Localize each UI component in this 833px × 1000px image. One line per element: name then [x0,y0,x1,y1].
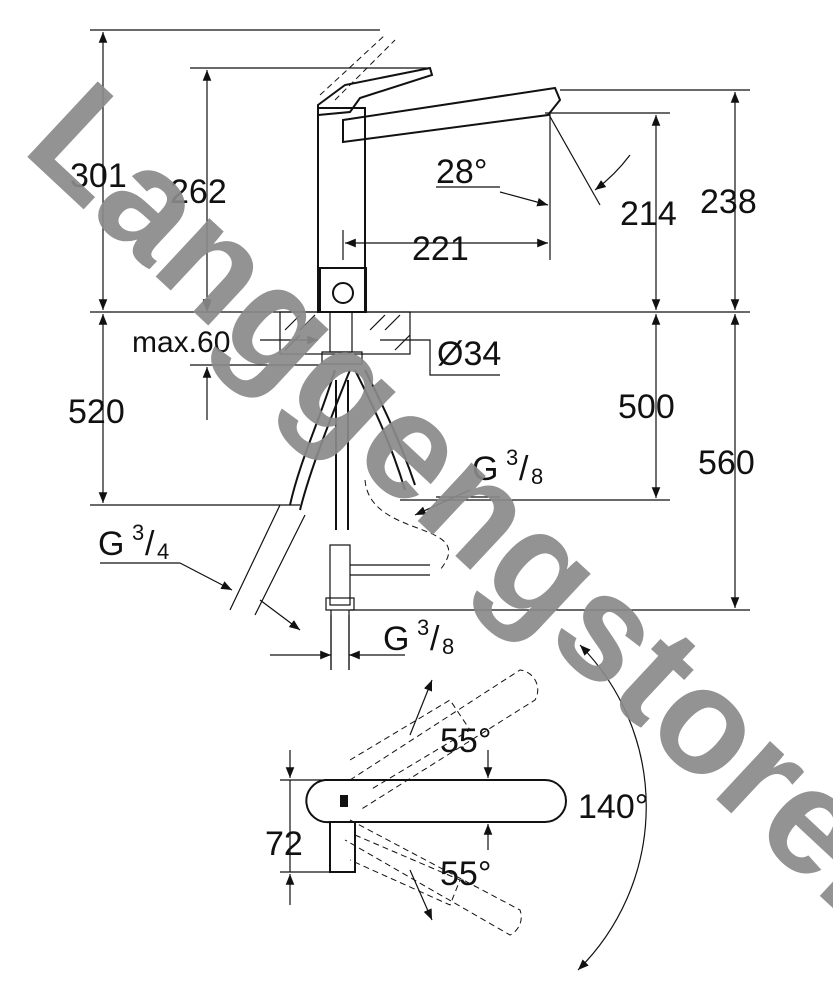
label-72: 72 [265,825,303,863]
thread-prefix: G [472,450,498,488]
thread-den: 8 [442,634,454,659]
label-max60: max.60 [132,326,230,359]
handle-top-view [280,644,647,971]
label-560: 560 [698,444,755,482]
label-28deg: 28° [436,153,487,191]
label-301: 301 [70,157,127,195]
label-140deg: 140° [578,788,648,826]
faucet-body [317,34,562,313]
hoses [229,311,449,670]
label-238: 238 [700,183,757,221]
label-connection-left: G 3 / 4 [98,520,169,564]
label-diameter-34: Ø34 [437,335,501,373]
label-214: 214 [620,195,677,233]
label-connection-bottom: G 3 / 8 [383,615,454,659]
label-55deg-down: 55° [440,855,491,893]
thread-num: 3 [417,615,429,640]
label-connection-right: G 3 / 8 [472,445,543,489]
dimension-labels: 301 262 28° 221 214 238 max.60 Ø34 520 5… [68,153,757,893]
thread-slash: / [145,525,155,563]
thread-slash: / [430,620,440,658]
thread-den: 8 [531,464,543,489]
label-221: 221 [412,230,469,268]
label-262: 262 [170,173,227,211]
thread-prefix: G [98,525,124,563]
extension-lines [90,29,750,611]
dimension-lines [98,31,740,670]
label-55deg-up: 55° [440,722,491,760]
thread-den: 4 [157,539,169,564]
thread-num: 3 [132,520,144,545]
thread-prefix: G [383,620,409,658]
thread-num: 3 [506,445,518,470]
label-520: 520 [68,393,125,431]
thread-slash: / [519,450,529,488]
label-500: 500 [618,388,675,426]
